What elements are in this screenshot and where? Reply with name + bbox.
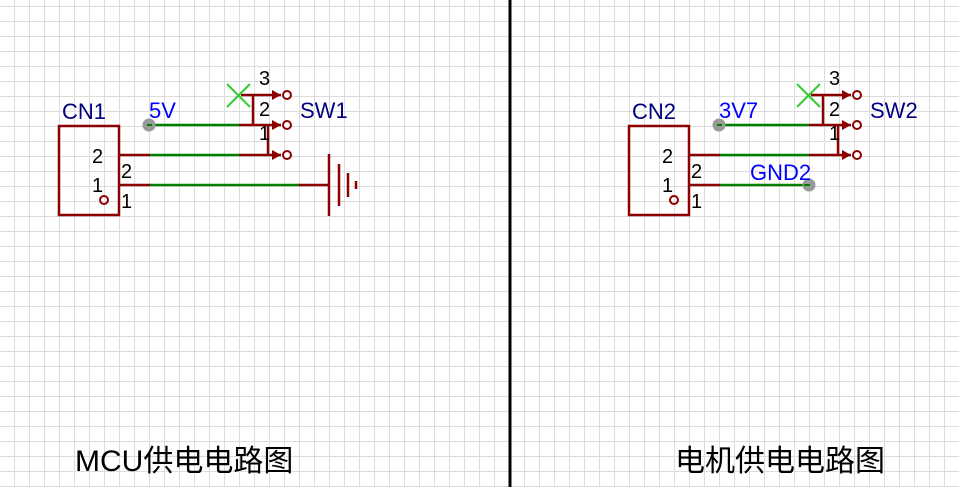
switch-pin-2: 2 bbox=[259, 99, 270, 121]
switch-sw1[interactable]: 3 2 1 SW1 bbox=[239, 68, 348, 160]
pin1-marker-icon bbox=[99, 195, 109, 205]
switch-sw2[interactable]: 3 2 1 SW2 bbox=[809, 68, 918, 160]
net-label-power[interactable]: 3V7 bbox=[719, 98, 758, 123]
switch-terminal-icon bbox=[852, 150, 862, 160]
connector-cn2[interactable]: CN2 2 1 2 1 bbox=[627, 99, 720, 217]
arrow-icon bbox=[272, 90, 281, 100]
connector-pin-outer-2: 2 bbox=[121, 161, 132, 183]
arrow-icon bbox=[842, 120, 851, 130]
connector-pin-outer-1: 1 bbox=[691, 191, 702, 213]
caption-motor-power: 电机供电电路图 bbox=[675, 445, 885, 478]
switch-terminal-icon bbox=[852, 90, 862, 100]
switch-pin-1: 1 bbox=[829, 123, 840, 145]
switch-terminal-icon bbox=[282, 120, 292, 130]
connector-pin-outer-1: 1 bbox=[121, 191, 132, 213]
connector-designator: CN2 bbox=[632, 99, 676, 124]
connector-body[interactable] bbox=[57, 124, 121, 217]
switch-designator: SW2 bbox=[870, 98, 918, 123]
no-connect-icon[interactable] bbox=[796, 83, 821, 108]
switch-pin-1: 1 bbox=[259, 123, 270, 145]
section-motor-power: CN2 2 1 2 1 3V7 GND2 3 bbox=[627, 68, 918, 217]
net-label-power[interactable]: 5V bbox=[149, 98, 176, 123]
section-mcu-power: CN1 2 1 2 1 5V 3 2 bbox=[57, 68, 358, 217]
switch-terminal-icon bbox=[282, 90, 292, 100]
ground-icon[interactable] bbox=[299, 154, 358, 216]
pin1-marker-icon bbox=[669, 195, 679, 205]
switch-designator: SW1 bbox=[300, 98, 348, 123]
connector-pin-outer-2: 2 bbox=[691, 161, 702, 183]
switch-terminal-icon bbox=[282, 150, 292, 160]
arrow-icon bbox=[842, 90, 851, 100]
switch-pin-3: 3 bbox=[829, 68, 840, 90]
switch-pin-3: 3 bbox=[259, 68, 270, 90]
no-connect-icon[interactable] bbox=[226, 83, 251, 108]
caption-mcu-power: MCU供电电路图 bbox=[75, 445, 294, 478]
connector-designator: CN1 bbox=[62, 99, 106, 124]
arrow-icon bbox=[842, 150, 851, 160]
connector-pin-inner-1: 1 bbox=[662, 175, 673, 197]
connector-cn1[interactable]: CN1 2 1 2 1 bbox=[57, 99, 150, 217]
net-label-ground[interactable]: GND2 bbox=[750, 160, 811, 185]
connector-pin-inner-2: 2 bbox=[662, 146, 673, 168]
switch-terminal-icon bbox=[852, 120, 862, 130]
connector-pin-inner-2: 2 bbox=[92, 146, 103, 168]
connector-pin-inner-1: 1 bbox=[92, 175, 103, 197]
switch-pin-2: 2 bbox=[829, 99, 840, 121]
arrow-icon bbox=[272, 120, 281, 130]
connector-body[interactable] bbox=[627, 124, 691, 217]
arrow-icon bbox=[272, 150, 281, 160]
